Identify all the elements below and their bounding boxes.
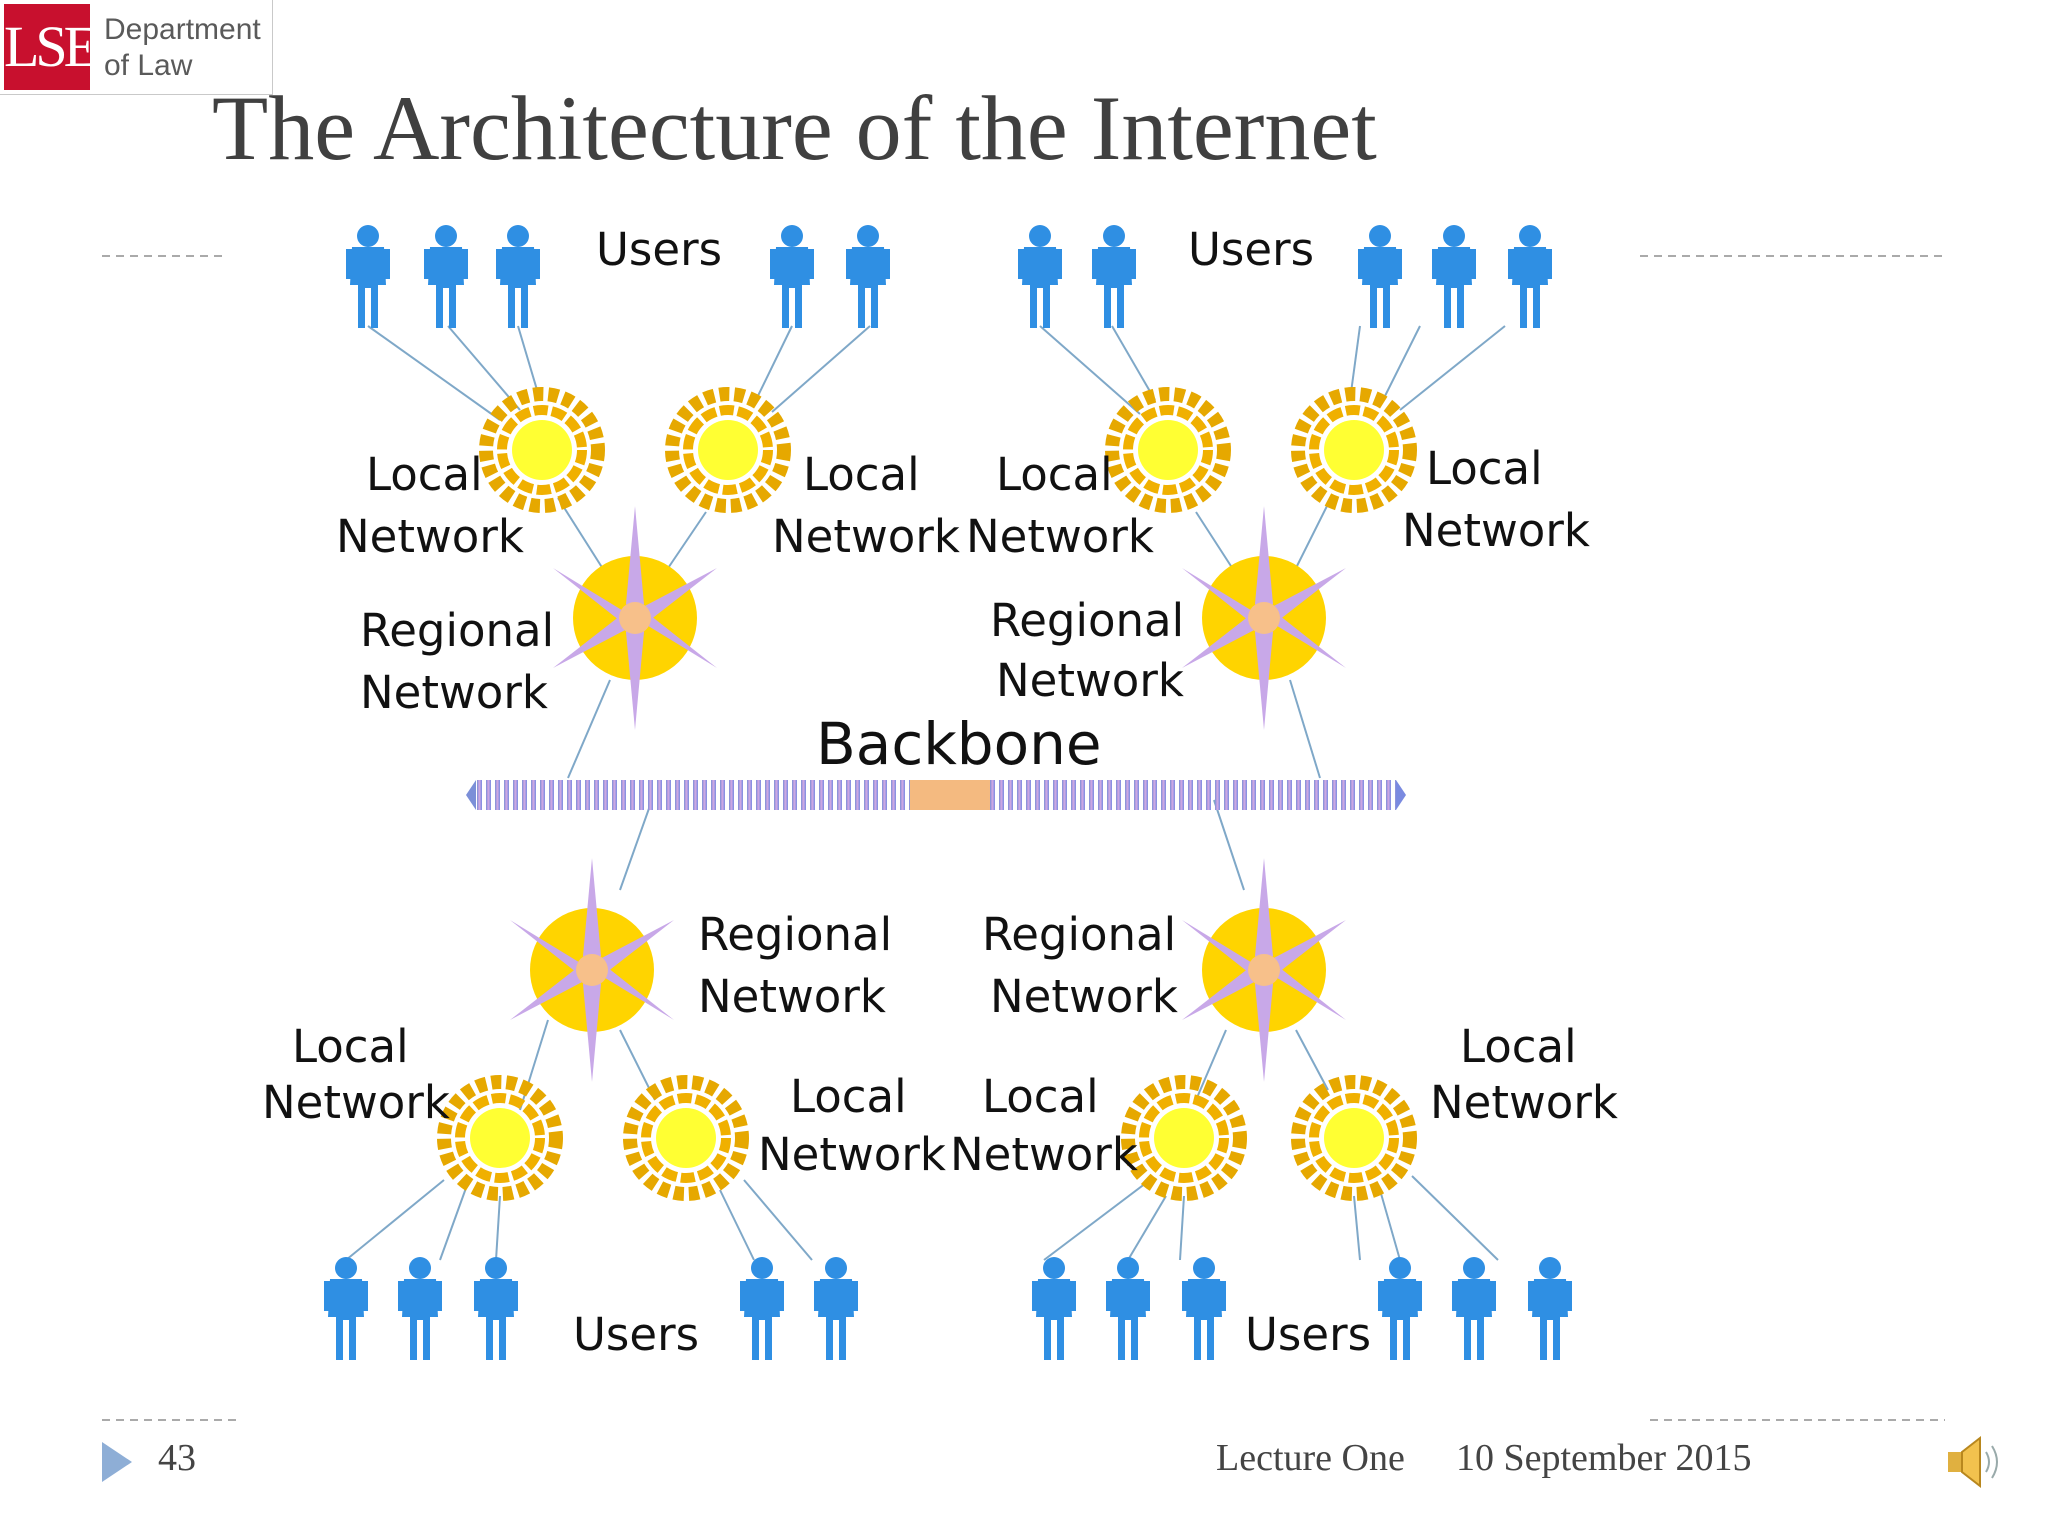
local-network-label: Local Network [262, 1020, 450, 1129]
user-icon [324, 1257, 368, 1360]
svg-text:Local: Local [996, 448, 1113, 501]
svg-text:Regional: Regional [360, 604, 554, 657]
user-icon [770, 225, 814, 328]
svg-text:Local: Local [1426, 442, 1543, 495]
svg-text:Network: Network [772, 510, 960, 563]
svg-text:Network: Network [360, 666, 548, 719]
backbone-bar [466, 780, 1406, 810]
svg-text:Network: Network [758, 1128, 946, 1181]
user-icon [474, 1257, 518, 1360]
regional-network-icon [553, 506, 717, 730]
svg-text:Network: Network [996, 654, 1184, 707]
regional-network-label: Regional Network [990, 594, 1184, 707]
svg-text:Network: Network [698, 970, 886, 1023]
user-icon [1032, 1257, 1076, 1360]
user-icon [1182, 1257, 1226, 1360]
slide-number: 43 [158, 1437, 196, 1479]
users-label-bottom-right: Users [1245, 1308, 1371, 1361]
department-name: Department of Law [104, 12, 261, 84]
local-network-icon [672, 394, 784, 506]
connection-lines [345, 325, 1506, 1261]
slide-title: The Architecture of the Internet [212, 77, 1377, 179]
svg-text:Local: Local [292, 1020, 409, 1073]
users-label-top-right: Users [1188, 223, 1314, 276]
regional-network-label: Regional Network [698, 908, 892, 1023]
local-network-icon [444, 1082, 556, 1194]
local-network-icon [1298, 394, 1410, 506]
svg-text:Local: Local [982, 1070, 1099, 1123]
department-line-2: of Law [104, 49, 193, 82]
users-label-top-left: Users [596, 223, 722, 276]
user-icon [1432, 225, 1476, 328]
svg-text:Regional: Regional [982, 908, 1176, 961]
regional-network-icon [510, 858, 674, 1082]
user-icon [346, 225, 390, 328]
regional-network-label: Regional Network [982, 908, 1178, 1023]
svg-text:Network: Network [950, 1128, 1138, 1181]
local-network-label: Local Network [966, 448, 1154, 563]
lse-logo-mark: LSE [4, 4, 99, 90]
user-icon [740, 1257, 784, 1360]
user-icon [1508, 225, 1552, 328]
local-network-icon [1112, 394, 1224, 506]
svg-text:Regional: Regional [990, 594, 1184, 647]
user-icon [1528, 1257, 1572, 1360]
backbone-label: Backbone [816, 710, 1102, 778]
local-network-label: Local Network [772, 448, 960, 563]
local-network-icon [630, 1082, 742, 1194]
svg-text:Network: Network [1402, 504, 1590, 557]
user-icon [424, 225, 468, 328]
local-network-icon [1128, 1082, 1240, 1194]
svg-text:Local: Local [366, 448, 483, 501]
regional-network-icon [1182, 506, 1346, 730]
user-icon [846, 225, 890, 328]
svg-text:Local: Local [803, 448, 920, 501]
users-top-left-group: Users [346, 223, 890, 328]
user-icon [1092, 225, 1136, 328]
svg-text:Local: Local [790, 1070, 907, 1123]
user-icon [398, 1257, 442, 1360]
local-network-icon [486, 394, 598, 506]
users-label-bottom-left: Users [573, 1308, 699, 1361]
lecture-name: Lecture One [1216, 1437, 1405, 1479]
user-icon [1106, 1257, 1150, 1360]
svg-text:Network: Network [990, 970, 1178, 1023]
svg-text:Local: Local [1460, 1020, 1577, 1073]
users-bottom-right-group: Users [1032, 1257, 1572, 1361]
svg-text:Network: Network [262, 1076, 450, 1129]
users-bottom-left-group: Users [324, 1257, 858, 1361]
user-icon [1378, 1257, 1422, 1360]
department-line-1: Department [104, 13, 261, 46]
svg-text:Network: Network [336, 510, 524, 563]
user-icon [496, 225, 540, 328]
svg-text:Regional: Regional [698, 908, 892, 961]
local-network-label: Local Network [758, 1070, 946, 1181]
svg-text:Network: Network [1430, 1076, 1618, 1129]
user-icon [814, 1257, 858, 1360]
local-network-label: Local Network [336, 448, 524, 563]
regional-network-icon [1182, 858, 1346, 1082]
local-network-label: Local Network [950, 1070, 1138, 1181]
lse-logo: LSE Department of Law [0, 0, 273, 95]
regional-network-label: Regional Network [360, 604, 554, 719]
next-slide-icon[interactable] [100, 1440, 134, 1484]
local-network-label: Local Network [1402, 442, 1590, 557]
users-top-right-group: Users [1018, 223, 1552, 328]
svg-text:Network: Network [966, 510, 1154, 563]
local-network-label: Local Network [1430, 1020, 1618, 1129]
user-icon [1358, 225, 1402, 328]
lecture-date: 10 September 2015 [1456, 1437, 1752, 1479]
user-icon [1452, 1257, 1496, 1360]
speaker-icon[interactable] [1940, 1428, 2008, 1496]
user-icon [1018, 225, 1062, 328]
local-network-icon [1298, 1082, 1410, 1194]
